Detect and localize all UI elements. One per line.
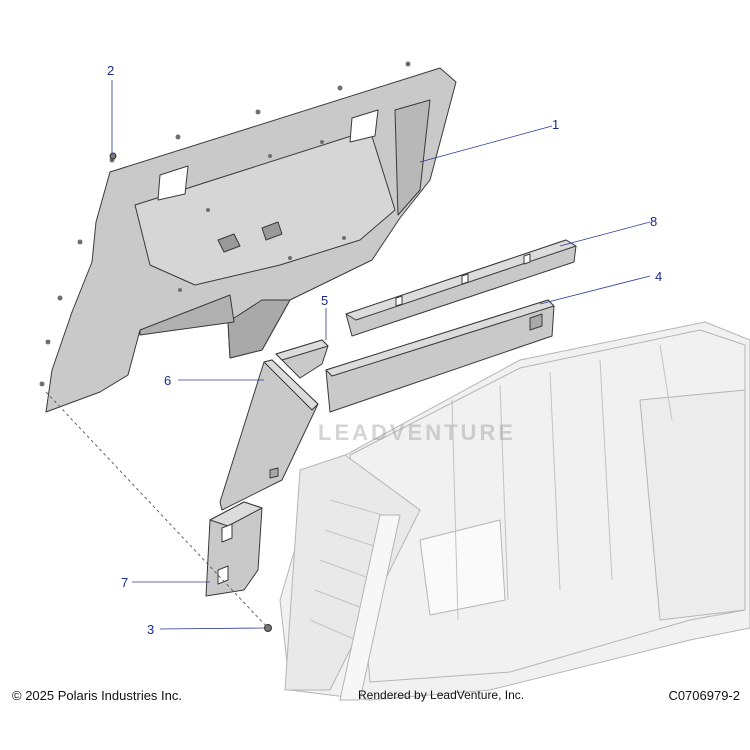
callout-6[interactable]: 6 xyxy=(164,373,171,388)
callout-leaders xyxy=(111,80,651,630)
callout-1[interactable]: 1 xyxy=(552,117,559,132)
callout-3[interactable]: 3 xyxy=(147,622,154,637)
cargo-box-outline xyxy=(279,321,750,701)
callout-4[interactable]: 4 xyxy=(655,269,662,284)
diagram-code: C0706979-2 xyxy=(668,688,740,703)
part-5-small-block xyxy=(275,339,329,379)
watermark-text: LEADVENTURE xyxy=(318,420,517,445)
part-3-push-rivet xyxy=(264,624,272,632)
part-1-rear-panel xyxy=(39,61,457,413)
copyright-text: © 2025 Polaris Industries Inc. xyxy=(12,688,182,703)
callout-8[interactable]: 8 xyxy=(650,214,657,229)
part-2-fastener xyxy=(109,152,117,160)
rendered-by-text: Rendered by LeadVenture, Inc. xyxy=(358,688,525,702)
callout-5[interactable]: 5 xyxy=(321,293,328,308)
part-8-upper-foam-strip xyxy=(345,239,577,337)
part-4-lower-foam-strip xyxy=(325,299,555,413)
callout-2[interactable]: 2 xyxy=(107,63,114,78)
callout-7[interactable]: 7 xyxy=(121,575,128,590)
part-6-side-panel xyxy=(219,359,319,511)
part-7-lower-panel xyxy=(205,501,263,597)
